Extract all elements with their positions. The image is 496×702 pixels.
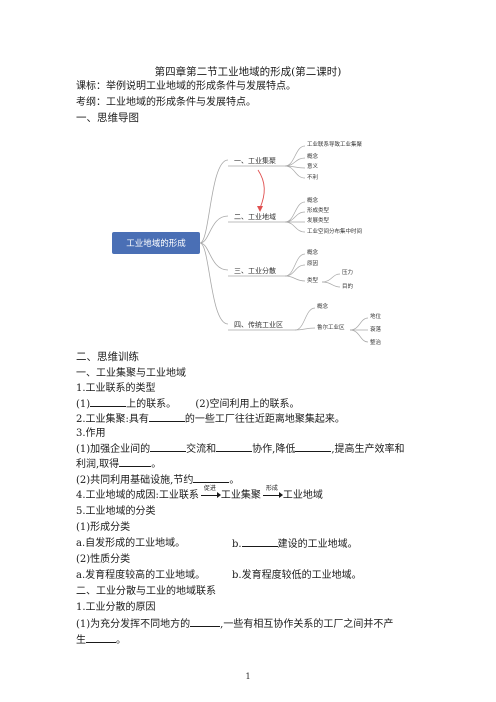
- arrow-label: 形成: [265, 485, 278, 492]
- subsection-1-heading: 一、工业集聚与工业地域: [76, 368, 186, 379]
- text: 2.工业集聚:具有: [76, 414, 149, 425]
- connector-line: [199, 242, 229, 325]
- branch-1-label: 一、工业集聚: [234, 156, 276, 165]
- text: 。: [116, 635, 126, 646]
- page-number: 1: [245, 672, 251, 681]
- text: 上的联系。: [126, 399, 177, 410]
- root-node-label: 工业地域的形成: [126, 238, 186, 249]
- answer-blank[interactable]: [148, 412, 185, 422]
- page-title: 第四章第二节工业地域的形成(第二课时): [154, 66, 342, 78]
- text: (1)加强企业间的: [76, 444, 151, 455]
- branch-1-child: 工业联系导致工业集聚: [307, 140, 363, 148]
- branch-2-child: 形成类型: [307, 206, 330, 214]
- text: 交流和: [186, 444, 217, 455]
- root-node: [112, 232, 200, 254]
- arrow-label: 促进: [203, 485, 216, 492]
- branch-2-child: 工业空间分布集中时间: [307, 227, 362, 235]
- connector-line: [199, 242, 229, 271]
- branch-3-child: 类型: [307, 276, 319, 284]
- answer-blank[interactable]: [216, 442, 253, 452]
- answer-blank[interactable]: [193, 473, 230, 483]
- text: 工业集聚: [220, 490, 261, 501]
- arrow-form: 形成: [261, 485, 283, 502]
- answer-blank[interactable]: [119, 457, 152, 467]
- point-1a: (1)为充分发挥不同地方的 ,一些有相互协作关系的工厂之间并不产: [76, 617, 393, 631]
- question-5: 5.工业地域的分类: [76, 506, 156, 517]
- exam-outline-line: 考纲：工业地域的形成条件与发展特点。: [76, 97, 256, 108]
- text: b.: [232, 539, 242, 550]
- text: (1): [76, 399, 91, 410]
- answer-blank[interactable]: [150, 442, 187, 452]
- branch-1-child: 概念: [307, 152, 319, 160]
- text: 。: [151, 459, 162, 470]
- question-3a-cont: 利润,取得 。: [76, 457, 161, 471]
- question-5b-option-b: b.发育程度较低的工业地域。: [232, 570, 362, 581]
- connector-line: [199, 215, 229, 244]
- text: ,提高生产效率和: [331, 444, 405, 455]
- text: 工业地域: [282, 490, 323, 501]
- text: 建设的工业地域。: [277, 539, 358, 550]
- text: (1)为充分发挥不同地方的: [76, 619, 191, 630]
- section-training-heading: 二、思维训练: [76, 351, 139, 363]
- question-3a: (1)加强企业间的 交流和 协作,降低 ,提高生产效率和: [76, 442, 405, 456]
- branch-3-child: 概念: [307, 248, 319, 256]
- branch-3-child: 原因: [307, 260, 319, 267]
- answer-blank[interactable]: [190, 617, 221, 627]
- answer-blank[interactable]: [90, 397, 127, 407]
- arrow-promote: 促进: [199, 485, 221, 502]
- option-a: a.自发形成的工业地域。: [76, 538, 186, 549]
- connector-line: [199, 159, 229, 244]
- question-2: 2.工业集聚:具有 的一些工厂往往近距离地聚集起来。: [76, 412, 345, 426]
- section-mindmap-heading: 一、思维导图: [76, 112, 139, 124]
- red-arrow-icon: [257, 169, 265, 209]
- branch-4-sub: 衰落: [370, 325, 382, 333]
- branch-4-sub: 地位: [370, 312, 382, 320]
- point-1a-cont: 生。: [76, 633, 126, 647]
- mind-map: 工业地域的形成 一、工业集聚 工业联系导致工业集聚 概念 意义 不利 二、工业地…: [112, 140, 382, 346]
- curriculum-line: 课标：举例说明工业地域的形成条件与发展特点。: [76, 81, 296, 92]
- text: 的一些工厂往往近距离地聚集起来。: [184, 414, 345, 425]
- question-5b: (2)性质分类: [76, 554, 131, 565]
- answer-blank[interactable]: [86, 633, 116, 643]
- question-3: 3.作用: [76, 428, 106, 439]
- text: 利润,取得: [76, 459, 120, 470]
- branch-4-label: 四、传统工业区: [234, 320, 283, 329]
- branch-4-child: 概念: [317, 302, 329, 310]
- question-3b: (2)共同利用基础设施,节约 。: [76, 473, 239, 487]
- question-5b-option-a: a.发育程度较高的工业地域。: [76, 570, 206, 581]
- point-1: 1.工业分散的原因: [76, 602, 156, 613]
- question-5a-option-b: b. 建设的工业地域。: [232, 537, 358, 551]
- text: 生: [76, 635, 86, 646]
- text: 。: [229, 475, 240, 486]
- question-5a: (1)形成分类: [76, 522, 131, 533]
- answer-blank[interactable]: [241, 537, 278, 547]
- branch-2-child: 发展类型: [307, 216, 330, 224]
- question-1b: (2)空间利用上的联系。: [195, 399, 300, 410]
- question-4: 4.工业地域的成因:工业联系促进工业集聚形成工业地域: [76, 485, 323, 502]
- text: ,一些有相互协作关系的工厂之间并不产: [220, 619, 394, 630]
- branch-3-label: 三、工业分散: [234, 266, 276, 275]
- answer-blank[interactable]: [295, 442, 332, 452]
- subsection-2-heading: 二、工业分散与工业的地域联系: [76, 586, 216, 597]
- text: 协作,降低: [252, 444, 296, 455]
- question-1: 1.工业联系的类型: [76, 383, 156, 394]
- branch-1-child: 不利: [307, 173, 318, 181]
- branch-3-sub: 目的: [342, 282, 354, 290]
- branch-2-child: 概念: [307, 196, 319, 204]
- question-1a: (1) 上的联系。 (2)空间利用上的联系。: [76, 397, 300, 411]
- branch-4-child: 鲁尔工业区: [317, 323, 345, 331]
- branch-3-sub: 压力: [342, 268, 353, 276]
- arrowhead-icon: [257, 206, 263, 212]
- text: 4.工业地域的成因:工业联系: [76, 490, 199, 501]
- question-5a-options: a.自发形成的工业地域。: [76, 537, 185, 550]
- branch-4-sub: 整治: [370, 338, 382, 346]
- branch-1-child: 意义: [307, 162, 319, 170]
- text: (2)共同利用基础设施,节约: [76, 475, 194, 486]
- branch-2-label: 二、工业地域: [234, 212, 276, 221]
